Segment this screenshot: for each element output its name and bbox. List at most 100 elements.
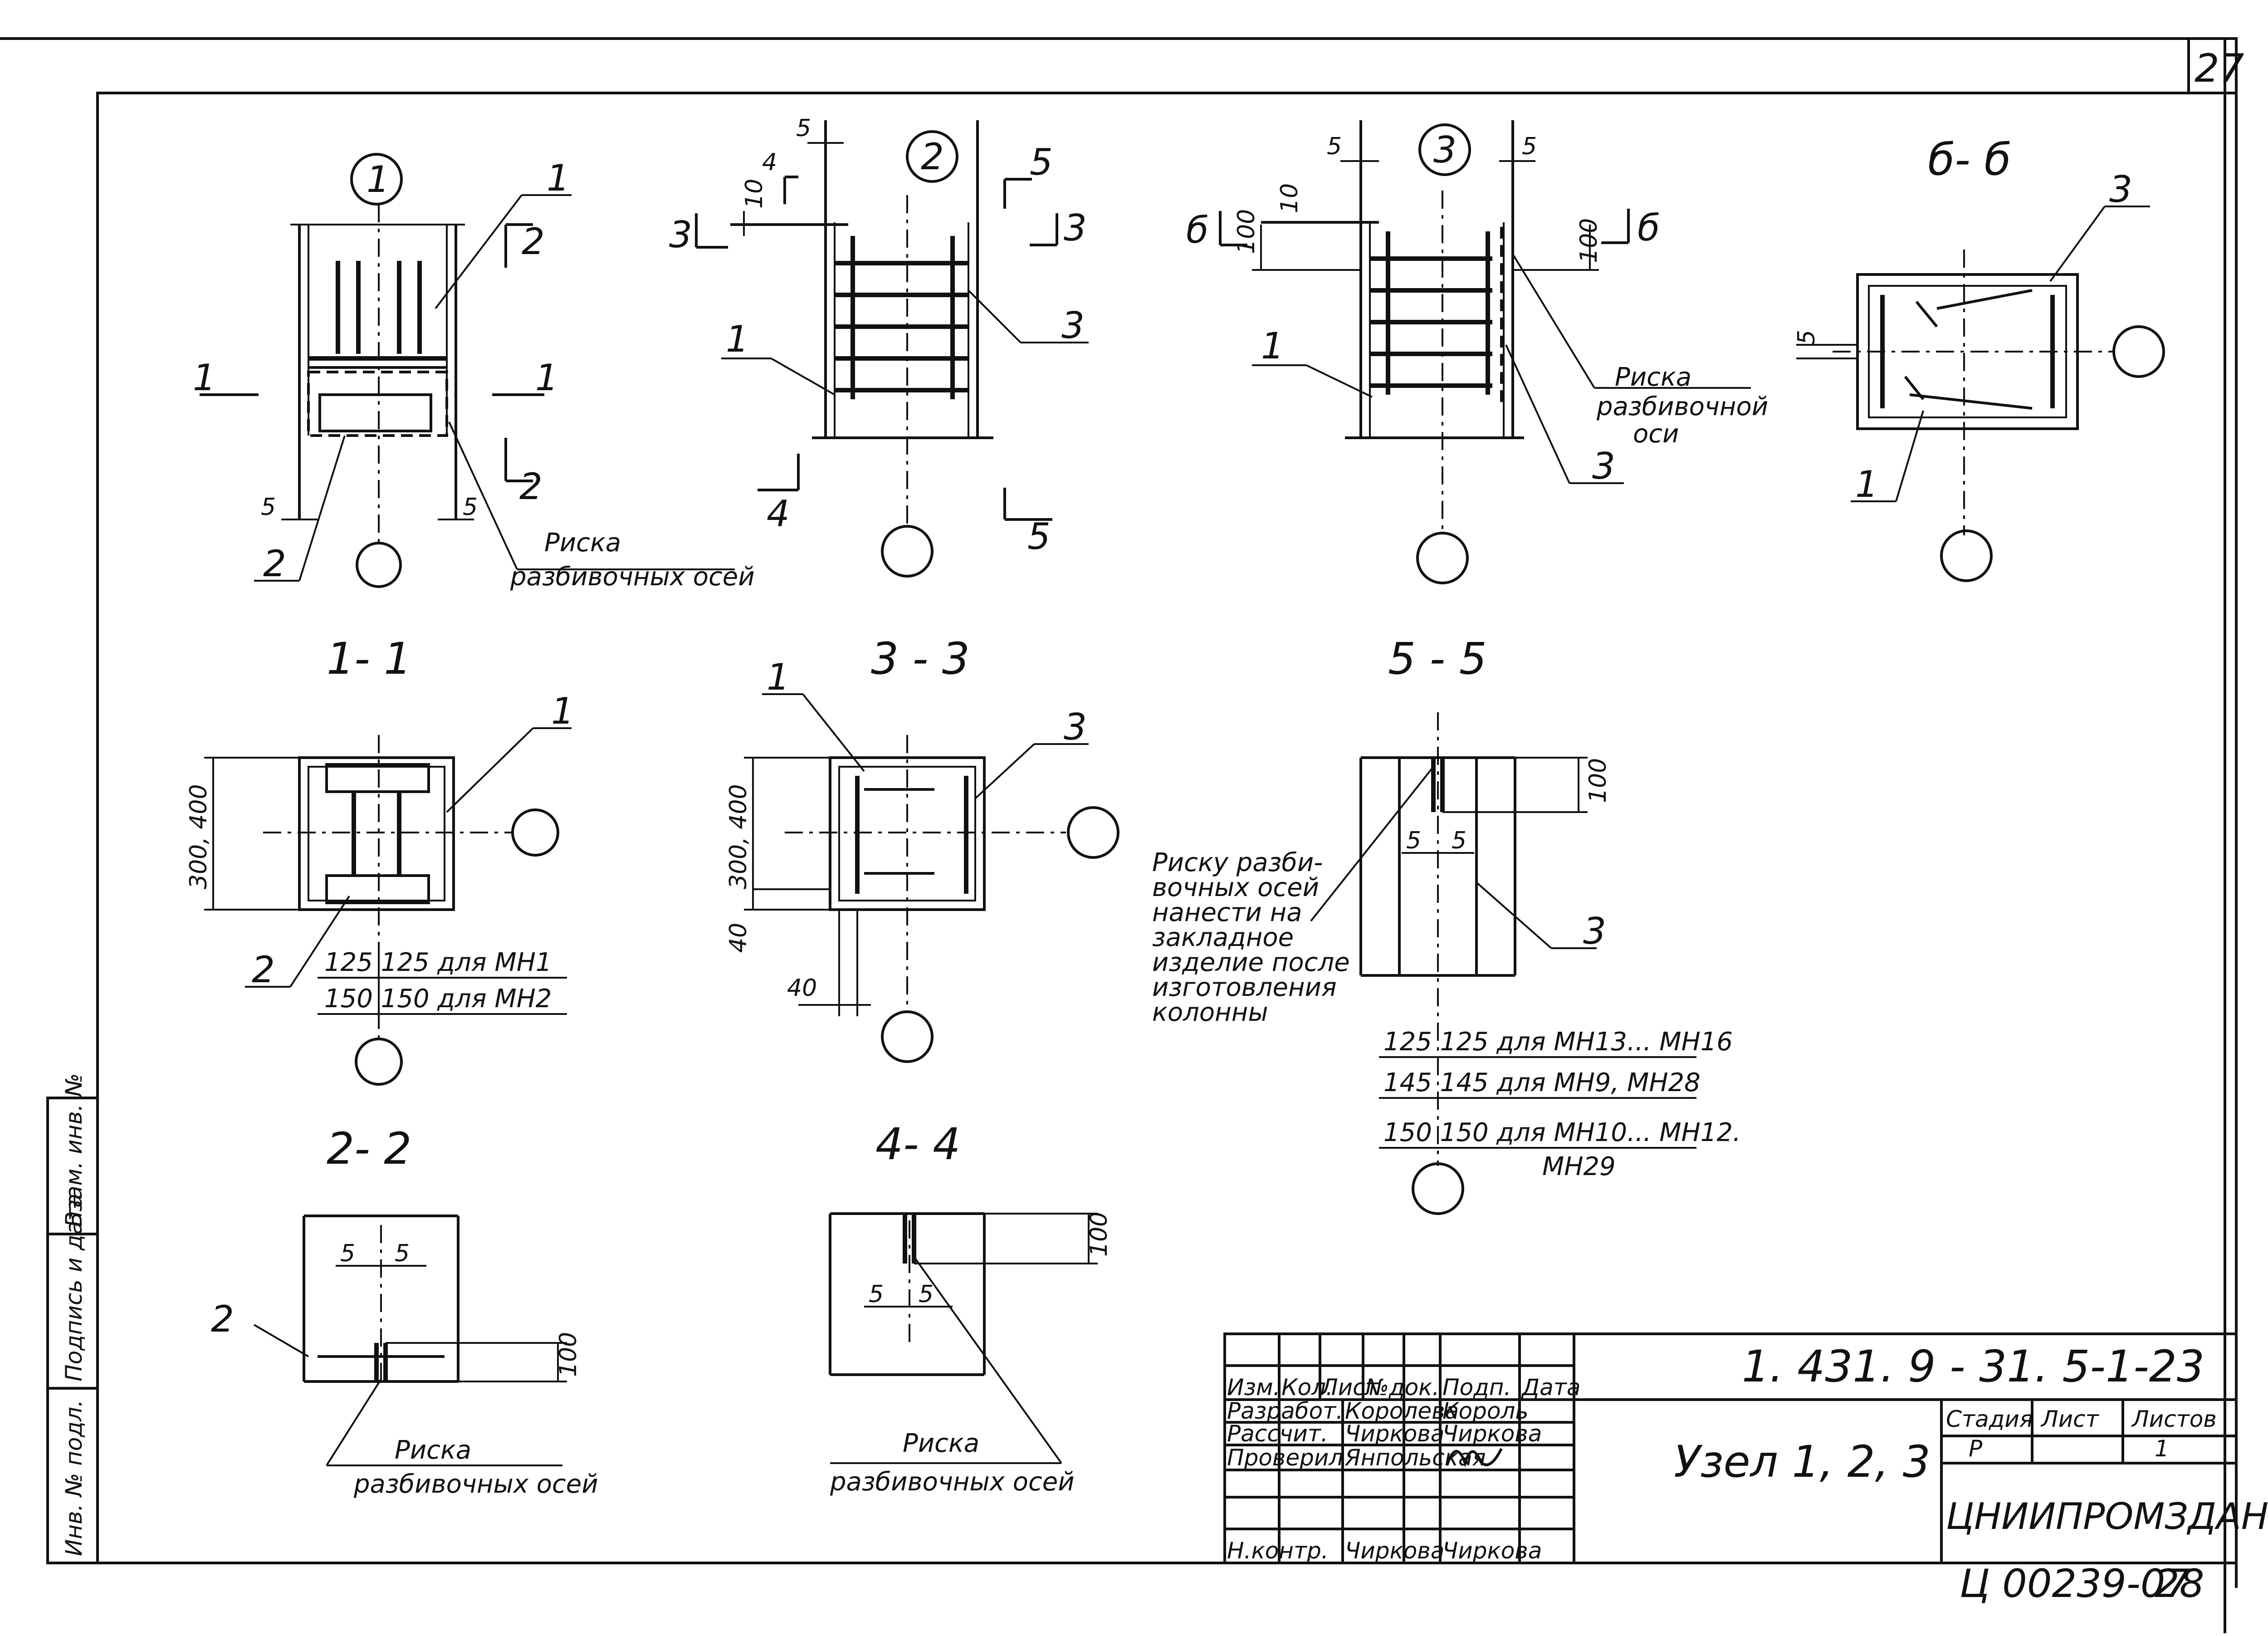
tb-sheets-label: Листов [2131,1406,2217,1432]
tb-sheets-value: 1 [2155,1435,2169,1462]
section-4-4-risk-2: разбивочных осей [830,1467,1075,1497]
section-3-3-label-1: 1 [767,656,790,698]
tb-signature-2 [1446,1448,1503,1468]
v2-cut-5-top: 5 [1030,141,1053,183]
section-5-5: 5 - 5 100 5 5 3 Риску разби- вочных осей… [1152,633,1741,1215]
archive-code: Ц 00239-07 [1960,1561,2190,1607]
section-4-4-risk-1: Риска [903,1429,979,1458]
v1-cut-2-top: 2 [522,220,545,263]
tb-sheet-label: Лист [2040,1406,2100,1432]
section-5-5-row-1: 125 125 для МН13... МН16 [1383,1027,1733,1057]
v1-cut-1-right: 1 [535,357,558,399]
tb-name-1: Чиркова [1345,1420,1444,1447]
v3-dim-5-right: 5 [1522,133,1537,160]
v2-dim-5: 5 [796,115,811,142]
tb-sign-4: Чиркова [1442,1538,1542,1564]
section-5-5-dim-100: 100 [1584,758,1612,803]
section-3-3-title: 3 - 3 [871,633,970,684]
section-1-1-label-2: 2 [252,949,275,991]
tb-role-2: Проверил [1227,1445,1343,1471]
v1-dim-5a: 5 [261,494,276,521]
section-1-1-row-2: 150 150 для МН2 [324,984,552,1014]
section-3-3-dim-40a: 40 [725,923,752,953]
section-3-3-label-3: 3 [1064,706,1087,748]
section-2-2: 2- 2 100 5 5 2 Риска разбивочных осей [211,1123,598,1499]
tb-sign-1: Чиркова [1442,1420,1542,1447]
tb-col-kol: Кол. [1281,1374,1333,1401]
tb-col-list: Лист [1320,1374,1379,1401]
tb-col-ndok: №док. [1364,1374,1439,1401]
section-1-1-label-1: 1 [551,690,574,732]
note-line-2: вочных осей [1152,873,1319,902]
side-stamp-sign: Подпись и дата [61,1194,87,1381]
section-6-6-label-3: 3 [2109,168,2132,211]
note-line-4: закладное [1152,923,1294,952]
v3-cut-6-right: б [1637,207,1660,249]
v3-label-1: 1 [1261,325,1284,367]
note-line-3: нанести на [1152,898,1302,927]
tb-role-1: Рассчит. [1227,1420,1328,1447]
tb-stage-value: Р [1969,1435,1983,1462]
section-5-5-title: 5 - 5 [1388,633,1487,684]
section-1-1: 1- 1 1 2 300, 400 125 125 для МН1 150 15… [185,633,574,1086]
v1-cut-1-left: 1 [193,357,216,399]
v3-risk-3: оси [1633,419,1679,449]
section-5-5-dim-5b: 5 [1452,827,1466,854]
section-6-6-dim-5: 5 [1793,330,1820,345]
v2-dim-4: 4 [762,149,777,176]
v3-dim-10: 10 [1276,183,1303,213]
tb-code: 1. 431. 9 - 31. 5-1-23 [1742,1341,2204,1392]
section-4-4-dim-5b: 5 [919,1281,934,1308]
tb-col-podp: Подп. [1442,1374,1511,1401]
v2-cut-5-bottom: 5 [1027,515,1051,558]
section-2-2-dim-100: 100 [555,1332,582,1377]
note-line-5: изделие после [1152,948,1350,977]
v3-label-3: 3 [1592,445,1615,487]
section-5-5-row-3b: МН29 [1542,1152,1616,1181]
note-line-1: Риску разби- [1152,848,1323,877]
section-2-2-risk-2: разбивочных осей [353,1469,598,1499]
tb-col-data: Дата [1521,1374,1580,1401]
v1-label-1: 1 [547,157,570,199]
view-3-number: 3 [1433,129,1457,171]
v1-cut-2-bottom: 2 [519,465,543,508]
view-node-2: 2 1 3 5 4 10 3 5 [669,115,1089,578]
section-4-4-title: 4- 4 [875,1119,960,1170]
section-2-2-dim-5b: 5 [395,1240,410,1267]
section-5-5-row-2: 145 145 для МН9, МН28 [1383,1068,1701,1097]
v2-cut-3-left: 3 [669,214,692,256]
view-2-number: 2 [921,136,944,178]
view-node-3: 3 1 3 Риска разбивочной оси 5 5 10 [1186,120,1768,584]
section-2-2-risk-1: Риска [395,1435,471,1465]
v2-label-3: 3 [1061,304,1085,347]
v1-label-2: 2 [263,543,286,585]
view-node-1: 1 1 2 Риска разбивочных осей 5 [193,153,755,592]
v2-label-1: 1 [726,318,749,360]
title-block: Изм. Кол. Лист №док. Подп. Дата Разработ… [1223,1332,2268,1564]
section-3-3: 3 - 3 1 3 300, 400 40 40 [725,633,1119,1063]
tb-org: ЦНИИПРОМЗДАНИЙ [1946,1495,2268,1538]
v2-cut-3-right: 3 [1064,207,1087,249]
v3-dim-100-left: 100 [1233,209,1260,254]
tb-sign-0: Король [1442,1398,1529,1424]
v3-risk-2: разбивочной [1596,392,1768,421]
section-2-2-dim-5a: 5 [340,1240,355,1267]
v1-dim-5b: 5 [463,494,478,521]
section-3-3-dim-40b: 40 [787,975,817,1002]
tb-name-2: Янпольская [1344,1445,1486,1471]
section-2-2-label-2: 2 [211,1298,234,1340]
tb-role-0: Разработ. [1227,1398,1343,1424]
v2-dim-10: 10 [741,179,768,209]
v3-dim-5-left: 5 [1327,133,1342,160]
section-6-6: б- б 3 1 5 [1793,134,2165,582]
section-5-5-label-3: 3 [1583,910,1606,952]
note-line-7: колонны [1152,998,1268,1027]
section-1-1-title: 1- 1 [327,633,411,684]
section-6-6-label-1: 1 [1855,463,1878,505]
section-3-3-dim-size: 300, 400 [725,784,752,889]
section-4-4: 4- 4 100 5 5 Риска разбивочных осей [829,1119,1113,1497]
note-line-6: изготовления [1152,973,1337,1002]
section-6-6-title: б- б [1928,134,2011,185]
section-2-2-title: 2- 2 [327,1123,411,1174]
